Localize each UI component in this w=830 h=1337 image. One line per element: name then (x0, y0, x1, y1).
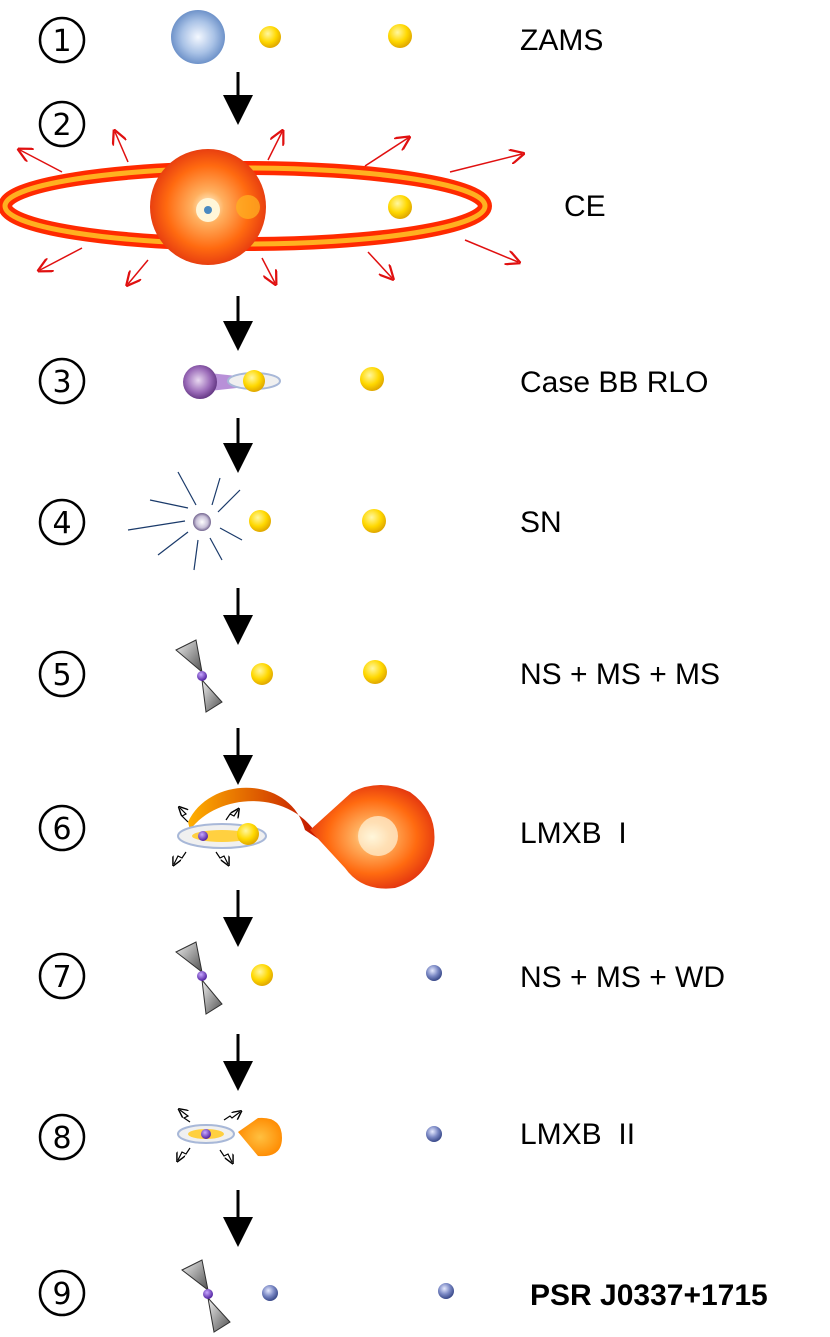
stage-label-8: LMXB II (520, 1118, 635, 1151)
svg-text:9: 9 (52, 1277, 71, 1312)
pulsar-beam-bottom (207, 1296, 231, 1333)
stage-1-zams (171, 10, 412, 64)
svg-text:6: 6 (52, 812, 71, 847)
svg-text:8: 8 (52, 1121, 71, 1156)
inspiraling-companion (236, 195, 260, 219)
pulsar-beam-top (181, 1259, 209, 1292)
stage-number-6: 6 (38, 804, 86, 852)
stage-label-9: PSR J0337+1715 (530, 1279, 768, 1312)
svg-text:7: 7 (52, 960, 71, 995)
stage-8-lmxb-2 (178, 1110, 442, 1162)
ms-star-inner (251, 663, 273, 685)
stage-label-7: NS + MS + WD (520, 961, 725, 994)
x-ray-arrows (174, 808, 238, 864)
pulsar (175, 639, 223, 713)
donor-core (358, 816, 398, 856)
x-ray-arrows (178, 1110, 240, 1162)
stage-label-5: NS + MS + MS (520, 658, 720, 691)
ms-star-outer (362, 509, 386, 533)
ms-star-inner (243, 370, 265, 392)
stage-2-common-envelope (0, 132, 522, 284)
helium-star (183, 365, 217, 399)
pulsar-beam-top (175, 639, 203, 674)
neutron-star (197, 971, 207, 981)
svg-text:3: 3 (52, 365, 71, 400)
svg-text:1: 1 (52, 24, 71, 59)
neutron-star (198, 831, 208, 841)
white-dwarf-outer (426, 965, 442, 981)
white-dwarf-inner (262, 1285, 278, 1301)
ms-star-outer (360, 367, 384, 391)
neutron-star (197, 671, 207, 681)
accretion-stream (188, 787, 320, 840)
ms-star-inner (249, 510, 271, 532)
pulsar-beam-bottom (201, 678, 223, 713)
neutron-star (201, 1129, 211, 1139)
neutron-star (203, 1289, 213, 1299)
ms-star-outer (388, 195, 412, 219)
stage-number-2: 2 (38, 100, 86, 148)
ms-star-outer (363, 660, 387, 684)
roche-lobe-donor (238, 1117, 282, 1157)
white-dwarf-outer (438, 1283, 454, 1299)
stage-number-4: 4 (38, 498, 86, 546)
stage-5-ns-ms-ms (175, 639, 387, 713)
ms-star-inner (237, 823, 259, 845)
sn-remnant (193, 513, 211, 531)
stage-6-lmxb-1 (174, 785, 435, 889)
giant-core-dot (204, 206, 212, 214)
white-dwarf-outer (426, 1126, 442, 1142)
stage-label-4: SN (520, 506, 562, 539)
stage-3-case-bb-rlo (183, 365, 384, 399)
ms-star-inner (251, 964, 273, 986)
stage-9-triple-msp (181, 1259, 454, 1333)
stage-label-2: CE (564, 190, 606, 223)
ejecta-arrows (20, 132, 522, 284)
stage-label-6: LMXB I (520, 817, 627, 850)
pulsar (181, 1259, 231, 1333)
stage-number-5: 5 (38, 650, 86, 698)
stage-number-8: 8 (38, 1113, 86, 1161)
stage-number-1: 1 (38, 16, 86, 64)
stage-7-ns-ms-wd (175, 941, 442, 1015)
stage-4-supernova (127, 471, 386, 571)
stage-label-1: ZAMS (520, 24, 603, 57)
svg-text:5: 5 (52, 658, 71, 693)
svg-text:2: 2 (52, 108, 71, 143)
pulsar-beam-bottom (201, 978, 223, 1015)
ms-star-inner (259, 26, 281, 48)
stage-label-3: Case BB RLO (520, 366, 708, 399)
svg-text:4: 4 (52, 506, 71, 541)
pulsar-beam-top (175, 941, 203, 974)
stage-number-3: 3 (38, 357, 86, 405)
stage-number-9: 9 (38, 1269, 86, 1317)
massive-primary-star (171, 10, 225, 64)
sn-rays (127, 471, 243, 571)
pulsar (175, 941, 223, 1015)
stage-number-7: 7 (38, 952, 86, 1000)
ms-star-outer (388, 24, 412, 48)
